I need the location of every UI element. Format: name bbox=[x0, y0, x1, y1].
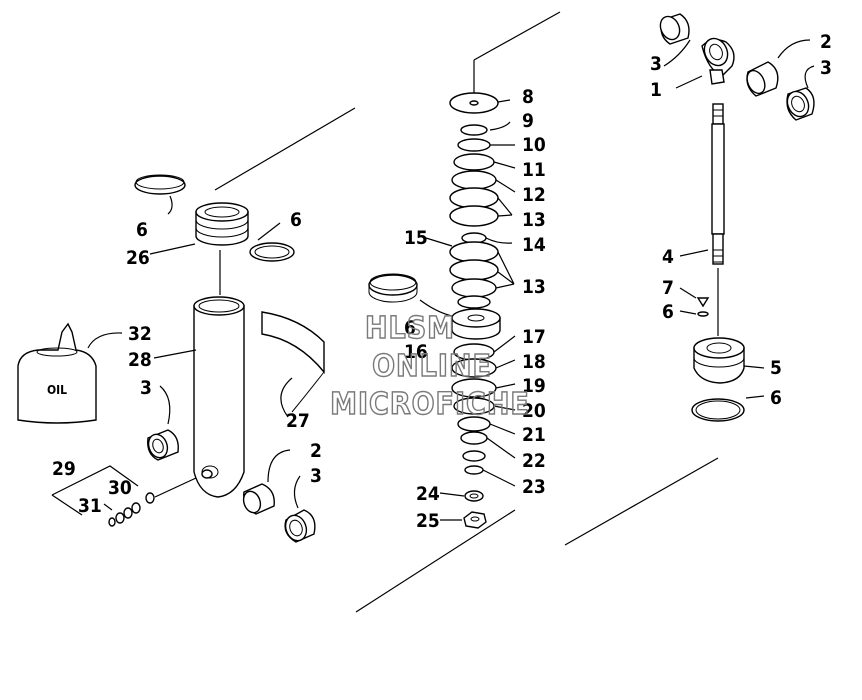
callout-17: 17 bbox=[522, 326, 546, 348]
callout-11: 11 bbox=[522, 159, 546, 181]
seal-ring-part-6-middle bbox=[368, 273, 418, 303]
shim-part-13d bbox=[449, 259, 499, 281]
sleeve-part-2 bbox=[242, 483, 275, 515]
shim-part-13a bbox=[449, 187, 499, 209]
cap-part-5 bbox=[693, 337, 745, 384]
shim-part-13f bbox=[457, 295, 491, 309]
callout-13: 13 bbox=[522, 276, 546, 298]
callout-26: 26 bbox=[126, 247, 150, 269]
callout-29: 29 bbox=[52, 458, 76, 480]
callout-6: 6 bbox=[290, 209, 302, 231]
bushing-part-3-right bbox=[284, 509, 316, 543]
callout-3: 3 bbox=[820, 57, 832, 79]
washer-part-10 bbox=[457, 138, 491, 152]
callout-19: 19 bbox=[522, 375, 546, 397]
bushing-part-3-top-left bbox=[659, 13, 690, 45]
callout-28: 28 bbox=[128, 349, 152, 371]
callout-6: 6 bbox=[404, 317, 416, 339]
callout-9: 9 bbox=[522, 110, 534, 132]
callout-32: 32 bbox=[128, 323, 152, 345]
callout-6: 6 bbox=[662, 301, 674, 323]
callout-12: 12 bbox=[522, 184, 546, 206]
o-ring-part-6-small bbox=[697, 311, 709, 317]
shim-part-13c bbox=[449, 241, 499, 263]
watermark-line-2: ONLINE bbox=[372, 349, 492, 384]
seal-ring-part-6-right bbox=[249, 242, 295, 262]
callout-24: 24 bbox=[416, 483, 440, 505]
callout-2: 2 bbox=[310, 440, 322, 462]
callout-30: 30 bbox=[108, 477, 132, 499]
callout-5: 5 bbox=[770, 357, 782, 379]
shim-part-12 bbox=[451, 170, 497, 190]
seal-ring-part-6-bottom-right bbox=[691, 398, 745, 422]
callout-31: 31 bbox=[78, 495, 102, 517]
shim-part-22b bbox=[462, 450, 486, 462]
callout-2: 2 bbox=[820, 31, 832, 53]
callout-3: 3 bbox=[310, 465, 322, 487]
rod-eye-part-1 bbox=[701, 37, 735, 85]
watermark-line-3: MICROFICHE bbox=[330, 387, 530, 422]
bushing-part-26 bbox=[195, 202, 249, 246]
callout-13: 13 bbox=[522, 209, 546, 231]
nut-part-25 bbox=[463, 511, 487, 529]
bushing-part-3-left bbox=[147, 429, 179, 461]
callout-1: 1 bbox=[650, 79, 662, 101]
callout-3: 3 bbox=[650, 53, 662, 75]
seal-ring-part-6-upper bbox=[134, 174, 186, 195]
center-assembly bbox=[355, 11, 719, 613]
callout-6: 6 bbox=[136, 219, 148, 241]
valve-screw-parts-29-31 bbox=[51, 465, 197, 527]
bushing-part-3-top-right bbox=[786, 87, 815, 121]
callout-18: 18 bbox=[522, 351, 546, 373]
screw-part-7 bbox=[696, 297, 710, 308]
callout-22: 22 bbox=[522, 450, 546, 472]
left-assembly: OIL bbox=[17, 107, 356, 543]
shim-part-11 bbox=[453, 153, 495, 171]
callout-23: 23 bbox=[522, 476, 546, 498]
callout-3: 3 bbox=[140, 377, 152, 399]
callout-20: 20 bbox=[522, 400, 546, 422]
washer-part-9 bbox=[460, 124, 488, 136]
right-assembly bbox=[659, 13, 815, 422]
shim-part-23 bbox=[464, 465, 484, 475]
shim-part-13e bbox=[451, 278, 497, 298]
callout-21: 21 bbox=[522, 424, 546, 446]
callout-16: 16 bbox=[404, 341, 428, 363]
shim-part-22 bbox=[460, 431, 488, 445]
callout-8: 8 bbox=[522, 86, 534, 108]
callout-15: 15 bbox=[404, 227, 428, 249]
shock-body-part-28 bbox=[193, 296, 245, 498]
callout-6: 6 bbox=[770, 387, 782, 409]
oil-bottle-label: OIL bbox=[47, 383, 67, 397]
callout-4: 4 bbox=[662, 246, 674, 268]
callout-labels: 6 26 6 32 28 3 27 2 3 29 30 31 8 9 10 11… bbox=[52, 31, 832, 532]
shim-part-13b bbox=[449, 205, 499, 227]
sleeve-part-2-top bbox=[746, 61, 779, 97]
callout-7: 7 bbox=[662, 277, 674, 299]
shaft-part-4 bbox=[711, 103, 725, 265]
callout-14: 14 bbox=[522, 234, 546, 256]
oil-bottle-part-32: OIL bbox=[17, 322, 97, 424]
decal-part-27 bbox=[261, 311, 325, 413]
piston-part-16 bbox=[451, 308, 501, 340]
washer-part-24 bbox=[464, 490, 484, 502]
watermark: HLSM ONLINE MICROFICHE bbox=[329, 310, 530, 422]
callout-10: 10 bbox=[522, 134, 546, 156]
callout-27: 27 bbox=[286, 410, 310, 432]
watermark-line-1: HLSM bbox=[365, 311, 455, 346]
callout-25: 25 bbox=[416, 510, 440, 532]
